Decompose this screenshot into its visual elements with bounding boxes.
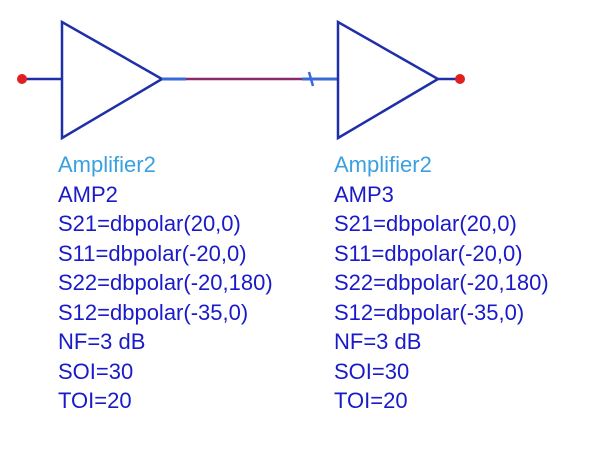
amp3-parameter-block: Amplifier2 AMP3 S21=dbpolar(20,0) S11=db… bbox=[334, 150, 549, 416]
component-name: Amplifier2 bbox=[58, 152, 156, 177]
instance-name: AMP3 bbox=[334, 181, 394, 207]
param-nf: NF=3 dB bbox=[58, 329, 146, 354]
param-toi: TOI=20 bbox=[334, 388, 408, 413]
param-s11: S11=dbpolar(-20,0) bbox=[334, 240, 523, 266]
param-soi: SOI=30 bbox=[58, 358, 134, 384]
param-s22: S22=dbpolar(-20,180) bbox=[58, 270, 273, 295]
param-nf: NF=3 dB bbox=[334, 329, 422, 354]
amp2-parameter-block: Amplifier2 AMP2 S21=dbpolar(20,0) S11=db… bbox=[58, 150, 273, 416]
param-s21: S21=dbpolar(20,0) bbox=[334, 211, 517, 236]
param-s22: S22=dbpolar(-20,180) bbox=[334, 270, 549, 295]
amplifier-symbol-amp3[interactable] bbox=[336, 19, 441, 141]
param-soi: SOI=30 bbox=[334, 358, 410, 384]
param-s12: S12=dbpolar(-35,0) bbox=[334, 299, 525, 325]
param-toi: TOI=20 bbox=[58, 388, 132, 413]
param-s11: S11=dbpolar(-20,0) bbox=[58, 240, 247, 266]
output-port-dot[interactable] bbox=[455, 74, 465, 84]
input-port-dot[interactable] bbox=[17, 74, 27, 84]
param-s21: S21=dbpolar(20,0) bbox=[58, 211, 241, 236]
param-s12: S12=dbpolar(-35,0) bbox=[58, 299, 249, 325]
amp3-input-pin-marker bbox=[307, 71, 315, 87]
amplifier-symbol-amp2[interactable] bbox=[60, 19, 165, 141]
instance-name: AMP2 bbox=[58, 181, 118, 207]
component-name: Amplifier2 bbox=[334, 152, 432, 177]
